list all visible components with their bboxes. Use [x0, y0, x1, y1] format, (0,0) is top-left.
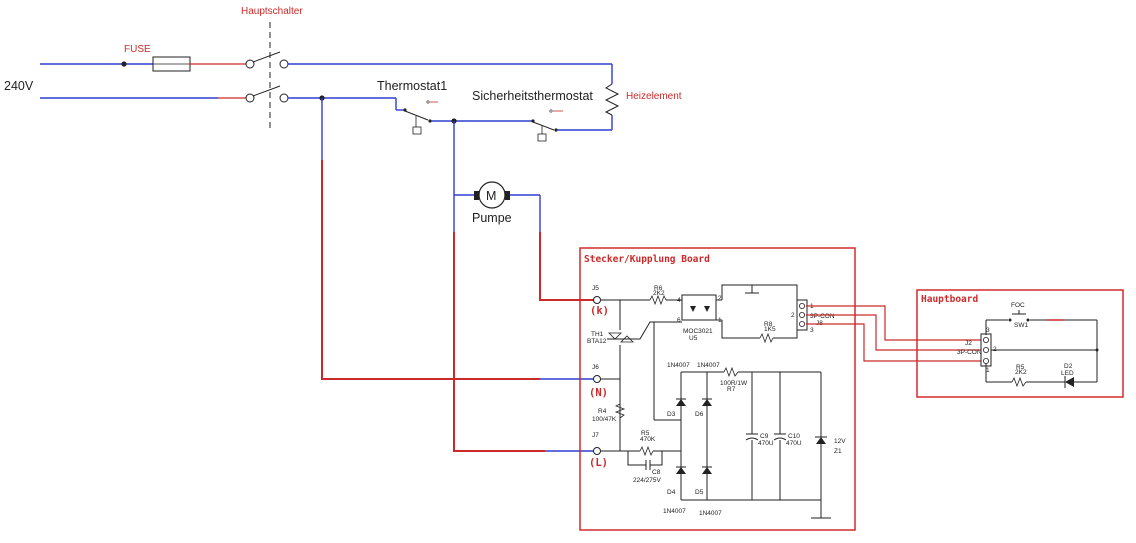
voltage-label: 240V: [4, 79, 34, 93]
svg-text:470U: 470U: [786, 440, 802, 447]
svg-text:R7: R7: [727, 386, 736, 393]
triac-icon: [608, 332, 622, 340]
svg-text:2K2: 2K2: [1015, 369, 1027, 376]
heating-element-label: Heizelement: [626, 91, 682, 102]
svg-text:R8: R8: [764, 321, 773, 328]
stecker-board-title: Stecker/Kupplung Board: [584, 254, 710, 265]
svg-text:C8: C8: [652, 469, 661, 476]
svg-text:LED: LED: [1061, 370, 1074, 377]
wire-neutral-to-j6: [321, 160, 540, 380]
svg-text:R6: R6: [654, 285, 663, 292]
led-icon: [1065, 377, 1074, 387]
svg-text:6: 6: [677, 317, 681, 324]
connector-k-label: (k): [590, 305, 609, 317]
svg-text:R4: R4: [598, 408, 607, 415]
svg-text:BTA12: BTA12: [587, 338, 607, 345]
svg-text:D6: D6: [695, 411, 704, 418]
wire-pump-to-j5: [539, 232, 594, 301]
diode-d5-icon: [702, 467, 712, 474]
svg-text:224/275V: 224/275V: [633, 477, 661, 484]
svg-text:J2: J2: [965, 340, 972, 347]
svg-text:3P-CON: 3P-CON: [810, 313, 835, 320]
svg-text:3: 3: [986, 327, 990, 334]
svg-text:1N4007: 1N4007: [699, 510, 722, 517]
hauptboard-frame: [916, 289, 1124, 398]
svg-text:2: 2: [718, 295, 722, 302]
svg-text:470U: 470U: [758, 440, 774, 447]
thermostat1-sensor-icon: [412, 126, 422, 135]
svg-text:D4: D4: [667, 489, 676, 496]
svg-text:U5: U5: [689, 335, 698, 342]
stecker-board-frame: [579, 247, 856, 531]
connector-l-label: (L): [589, 457, 608, 469]
safety-thermostat-sensor-icon: [537, 133, 547, 142]
svg-text:1N4007: 1N4007: [663, 508, 686, 515]
svg-text:100/47K: 100/47K: [592, 416, 617, 423]
svg-text:Z1: Z1: [834, 448, 842, 455]
svg-text:J5: J5: [592, 285, 599, 292]
wire-live-to-j7: [453, 232, 545, 452]
svg-text:2K2: 2K2: [653, 290, 665, 297]
svg-text:3P-CON: 3P-CON: [957, 349, 982, 356]
svg-text:D2: D2: [1064, 363, 1073, 370]
thermostat1-label: Thermostat1: [377, 79, 447, 93]
svg-text:SW1: SW1: [1014, 322, 1028, 329]
svg-text:MOC3021: MOC3021: [683, 328, 713, 335]
junction-fuse: [121, 61, 127, 67]
svg-text:R5: R5: [1016, 364, 1025, 371]
diode-d4-icon: [676, 467, 686, 474]
pump-label: Pumpe: [472, 211, 512, 225]
svg-text:C9: C9: [760, 433, 769, 440]
svg-text:D3: D3: [667, 411, 676, 418]
svg-text:2: 2: [791, 312, 795, 319]
hauptboard-title: Hauptboard: [921, 294, 978, 305]
svg-text:1K5: 1K5: [764, 326, 776, 333]
svg-text:470K: 470K: [640, 436, 656, 443]
fuse-label: FUSE: [124, 44, 151, 55]
main-switch-label: Hauptschalter: [241, 6, 303, 17]
svg-text:R5: R5: [641, 430, 650, 437]
svg-text:D5: D5: [695, 489, 704, 496]
svg-text:4: 4: [677, 297, 681, 304]
svg-text:FOC: FOC: [1011, 302, 1025, 309]
svg-text:12V: 12V: [834, 438, 846, 445]
svg-text:TH1: TH1: [591, 331, 604, 338]
safety-thermostat-label: Sicherheitsthermostat: [472, 89, 593, 103]
heating-element-icon: [604, 83, 620, 116]
optocoupler-symbol: [681, 294, 717, 321]
svg-text:1N4007: 1N4007: [697, 362, 720, 369]
motor-letter: M: [486, 189, 496, 203]
svg-text:3: 3: [810, 327, 814, 334]
svg-text:1: 1: [986, 367, 990, 374]
svg-text:J7: J7: [592, 432, 599, 439]
svg-text:C10: C10: [788, 433, 800, 440]
zener-diode-icon: [816, 437, 826, 444]
svg-text:J6: J6: [592, 364, 599, 371]
diode-d3-icon: [676, 399, 686, 406]
connector-n-label: (N): [589, 387, 608, 399]
svg-text:100R/1W: 100R/1W: [720, 380, 748, 387]
svg-text:1N4007: 1N4007: [667, 362, 690, 369]
